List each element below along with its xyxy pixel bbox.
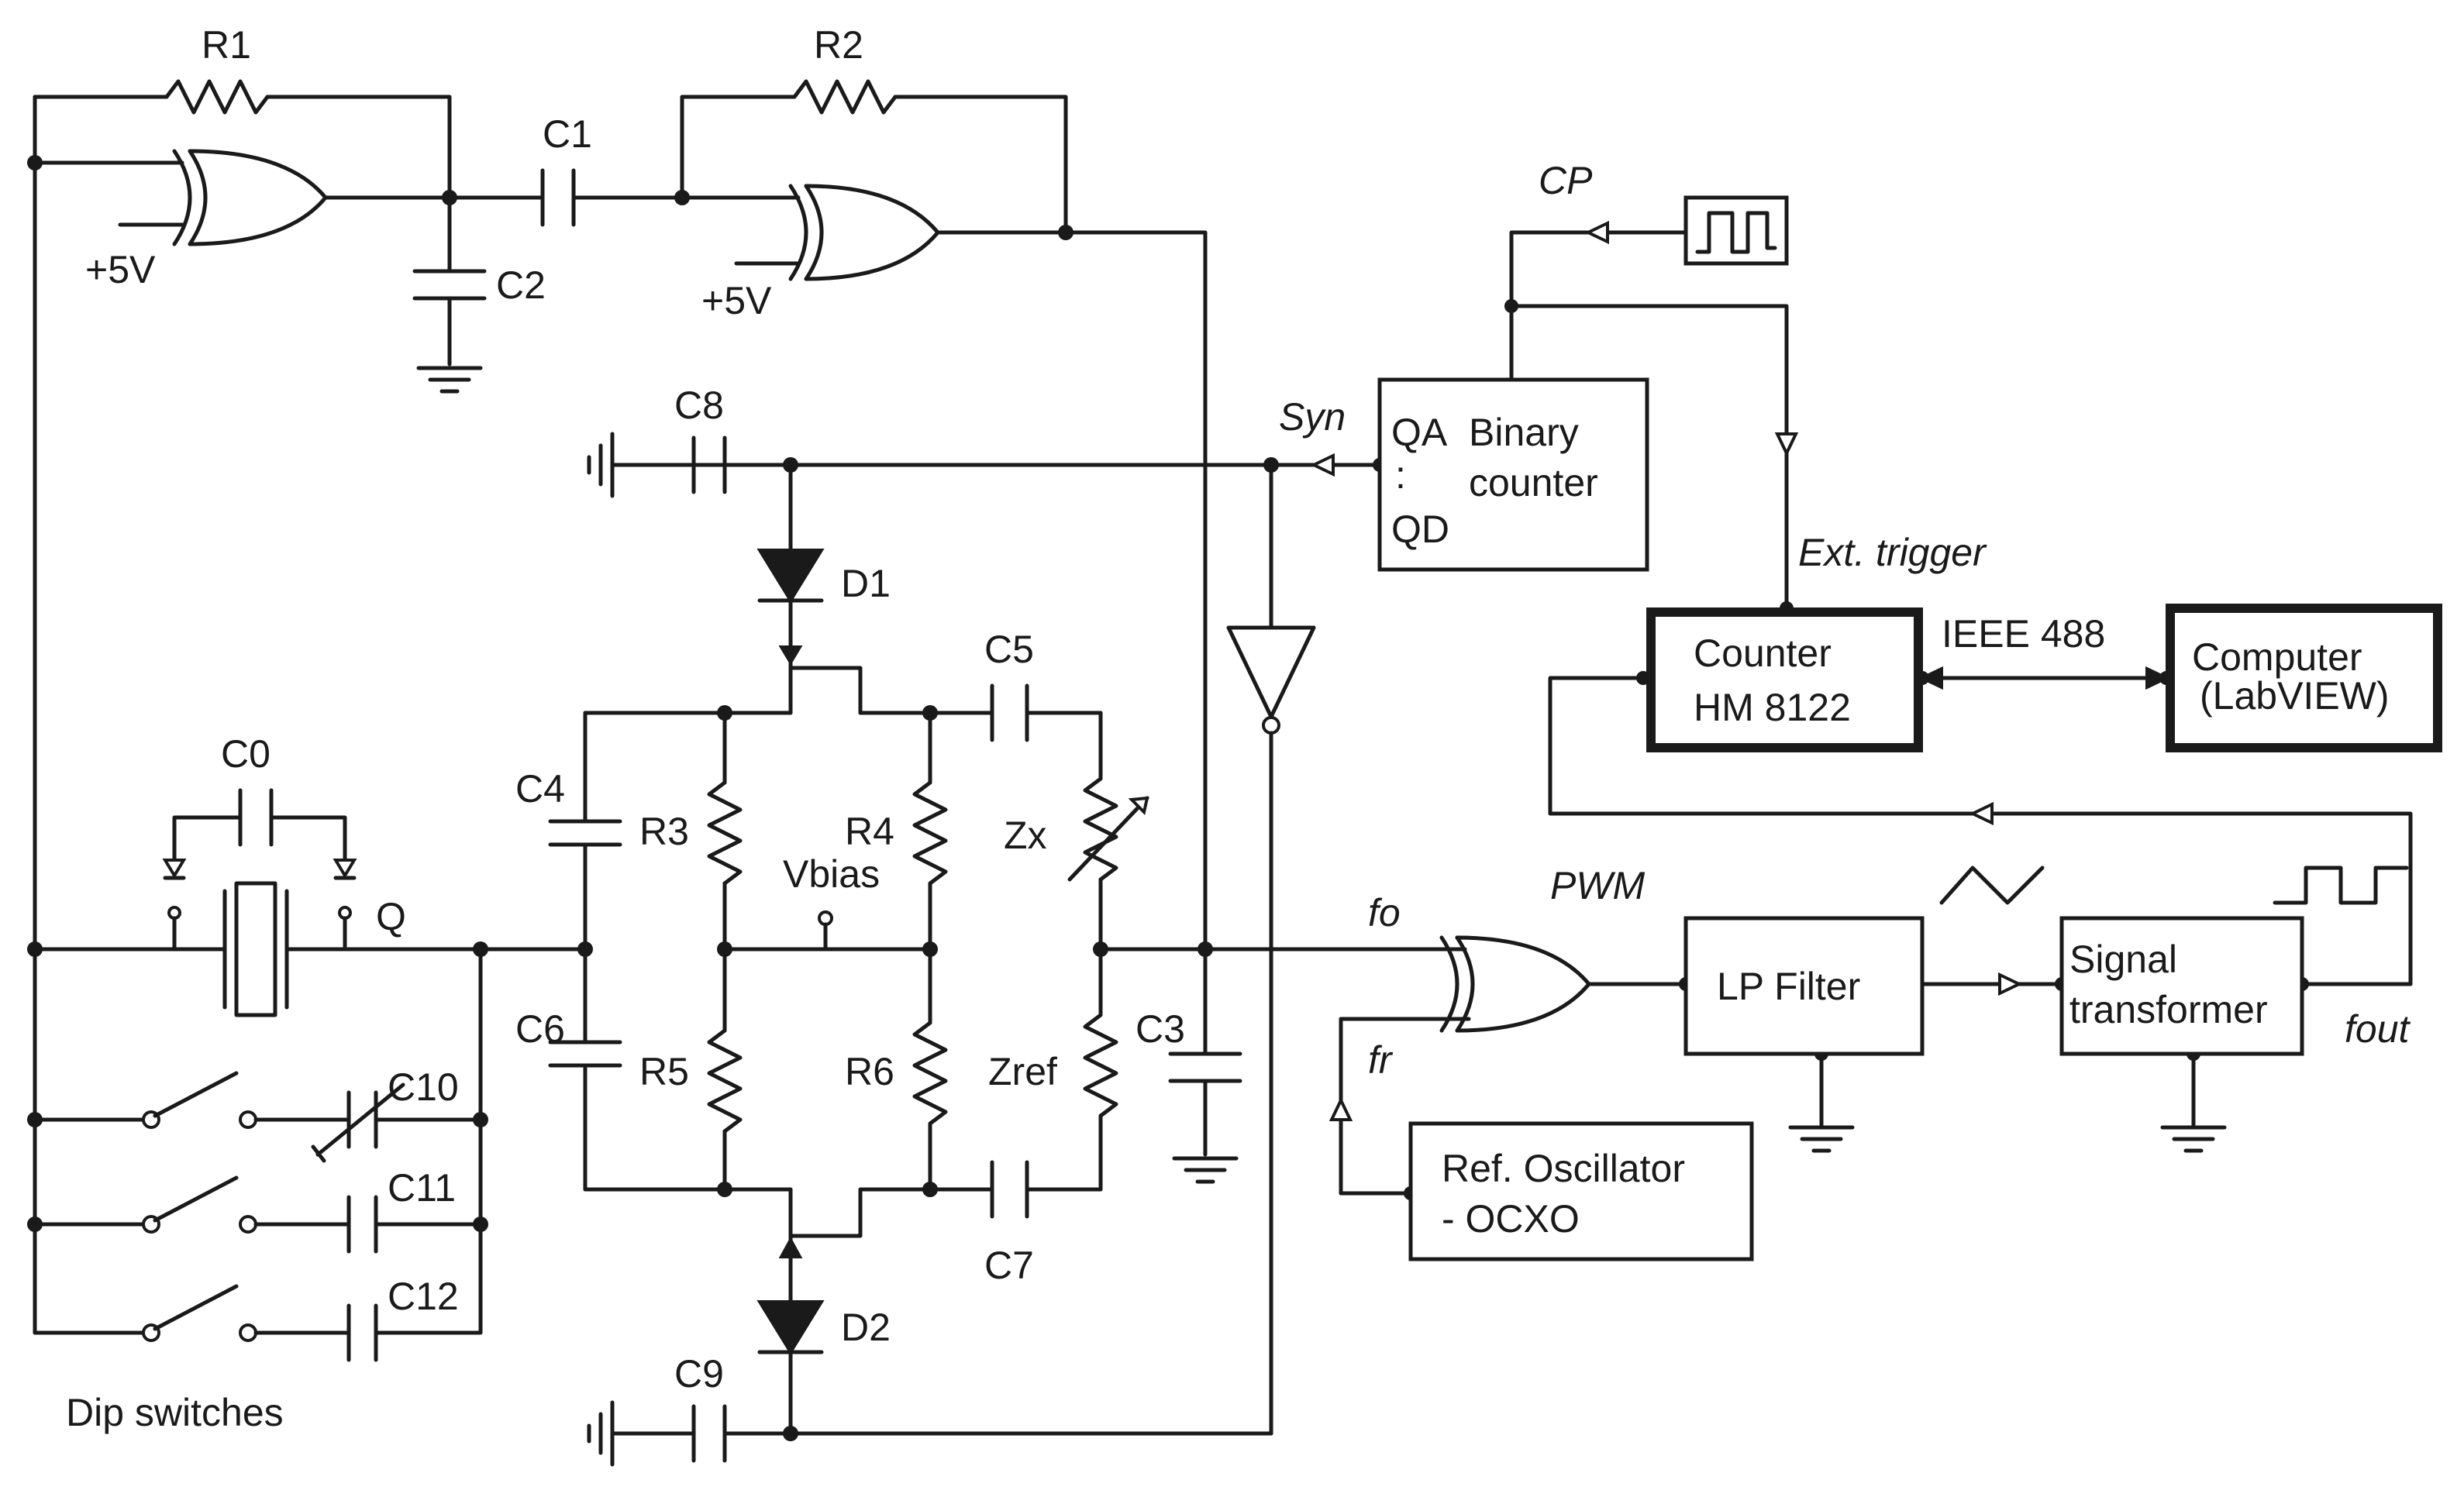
label-r1: R1 <box>202 23 251 67</box>
instrument-section <box>1373 195 2173 690</box>
signal-transformer-block: Signal transformer <box>2059 916 2304 1056</box>
label-c2: C2 <box>496 263 546 307</box>
label-r3: R3 <box>639 810 689 853</box>
computer-line2: (LabVIEW) <box>2200 674 2390 718</box>
lp-filter-label: LP Filter <box>1717 965 1860 1008</box>
crystal-section <box>27 788 588 1362</box>
ref-oscillator-line1: Ref. Oscillator <box>1442 1147 1685 1190</box>
counter-line1: Counter <box>1694 632 1832 675</box>
label-ieee: IEEE 488 <box>1942 612 2105 656</box>
label-d2: D2 <box>841 1306 891 1349</box>
label-c8: C8 <box>674 384 724 427</box>
binary-counter-line1-a: QA <box>1391 411 1448 454</box>
label-plus5v-2: +5V <box>701 279 772 322</box>
bridge-section <box>548 432 1459 1467</box>
label-pwm: PWM <box>1550 864 1646 907</box>
label-r2: R2 <box>814 23 863 67</box>
binary-counter-line1-b: Binary <box>1469 411 1579 454</box>
ref-oscillator-line2: - OCXO <box>1442 1197 1580 1241</box>
counter-block: Counter HM 8122 <box>1646 607 1923 752</box>
binary-counter-line2-b: counter <box>1469 461 1598 504</box>
label-zref: Zref <box>988 1050 1057 1093</box>
label-c10: C10 <box>388 1065 459 1109</box>
ref-oscillator-block: Ref. Oscillator - OCXO <box>1408 1121 1754 1261</box>
signal-transformer-line1: Signal <box>2069 938 2177 981</box>
binary-counter-line3: QD <box>1391 508 1449 551</box>
label-c12: C12 <box>388 1275 459 1318</box>
component-labels: R1 R2 C1 C2 +5V +5V C8 D1 C5 C4 R3 R4 Vb… <box>66 23 2411 1434</box>
label-dip-switches: Dip switches <box>66 1391 284 1434</box>
label-c1: C1 <box>543 112 592 156</box>
signal-transformer-line2: transformer <box>2069 988 2268 1031</box>
xor-gate-1 <box>172 149 328 246</box>
counter-line2: HM 8122 <box>1694 686 1851 729</box>
label-ext-trigger: Ext. trigger <box>1798 531 1987 574</box>
lp-filter-block: LP Filter <box>1683 916 1925 1056</box>
label-vbias: Vbias <box>783 852 880 896</box>
label-fo: fo <box>1368 891 1401 934</box>
label-c3: C3 <box>1136 1007 1185 1051</box>
label-syn: Syn <box>1279 395 1346 439</box>
label-c6: C6 <box>515 1007 565 1051</box>
label-r5: R5 <box>639 1050 689 1093</box>
label-c5: C5 <box>984 628 1034 671</box>
binary-counter-block: QA Binary : counter QD <box>1377 377 1649 572</box>
label-c7: C7 <box>984 1244 1034 1287</box>
binary-counter-line2-a: : <box>1395 453 1406 497</box>
label-c9: C9 <box>674 1352 724 1396</box>
xor-gate-2 <box>788 184 940 281</box>
label-cp: CP <box>1539 159 1593 202</box>
label-d1: D1 <box>841 562 891 605</box>
junctions-top <box>27 155 1073 240</box>
label-c4: C4 <box>515 767 565 811</box>
oscillator-section <box>33 79 1208 1335</box>
label-c0: C0 <box>221 732 271 776</box>
label-r6: R6 <box>845 1050 894 1093</box>
pwm-section <box>1203 671 2413 1200</box>
computer-line1: Computer <box>2192 635 2362 679</box>
label-r4: R4 <box>845 810 894 853</box>
label-zx: Zx <box>1004 814 1047 857</box>
computer-block: Computer (LabVIEW) <box>2166 604 2442 752</box>
label-fr: fr <box>1368 1038 1394 1082</box>
label-plus5v-1: +5V <box>85 248 156 291</box>
label-q: Q <box>376 895 406 938</box>
label-fout: fout <box>2345 1007 2411 1051</box>
label-c11: C11 <box>388 1166 456 1210</box>
